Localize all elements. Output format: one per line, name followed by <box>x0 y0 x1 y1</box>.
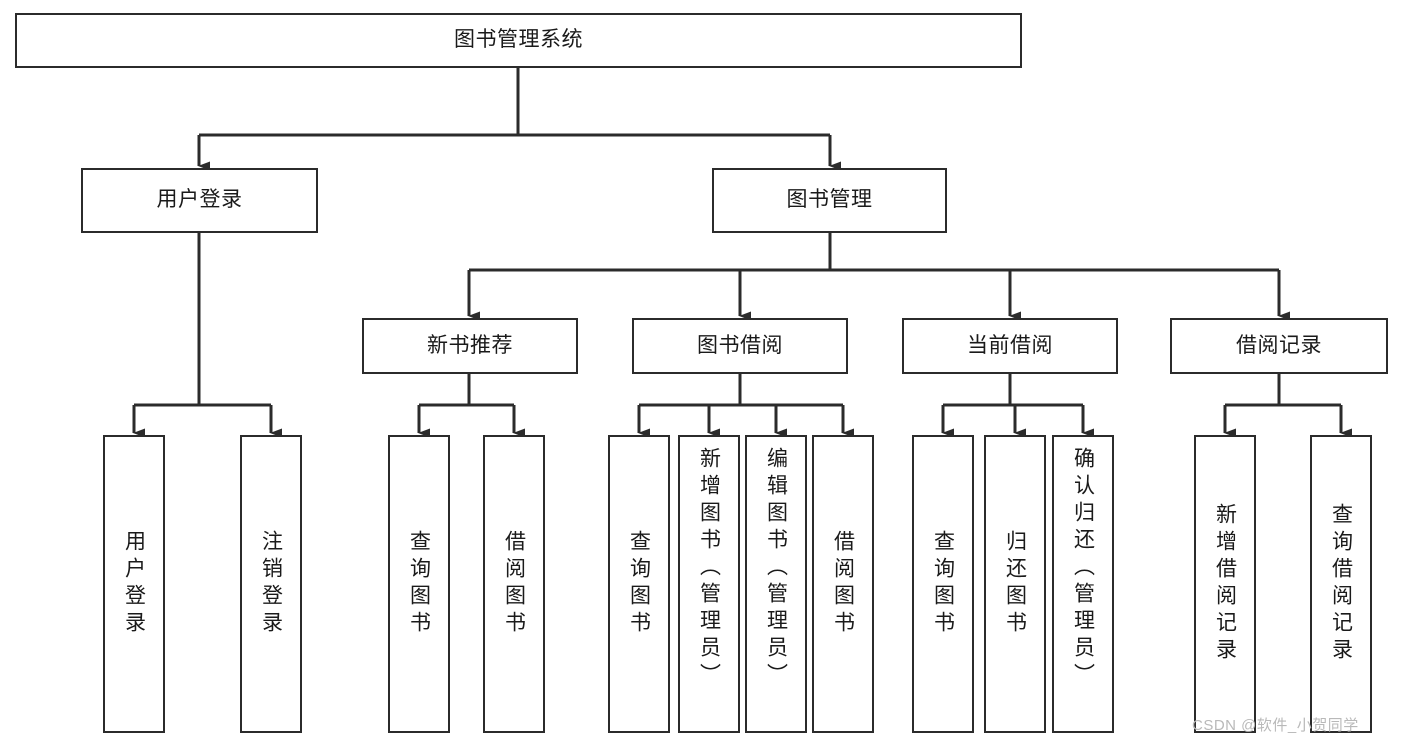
leaf-query-book-current[interactable]: 查询图书 <box>912 435 974 733</box>
node-current-borrow[interactable]: 当前借阅 <box>902 318 1118 374</box>
node-new-book-recommend-label: 新书推荐 <box>427 333 513 357</box>
leaf-user-login[interactable]: 用户登录 <box>103 435 165 733</box>
leaf-return-book[interactable]: 归还图书 <box>984 435 1046 733</box>
leaf-query-book-borrow-label: 查询图书 <box>627 530 651 638</box>
leaf-query-borrow-record-label: 查询借阅记录 <box>1329 503 1353 665</box>
node-book-borrow[interactable]: 图书借阅 <box>632 318 848 374</box>
leaf-edit-book-label: 编辑图书（管理员） <box>764 447 788 690</box>
leaf-confirm-return[interactable]: 确认归还（管理员） <box>1052 435 1114 733</box>
node-current-borrow-label: 当前借阅 <box>967 333 1053 357</box>
leaf-user-login-label: 用户登录 <box>122 530 146 638</box>
leaf-query-book-current-label: 查询图书 <box>931 530 955 638</box>
leaf-add-book[interactable]: 新增图书（管理员） <box>678 435 740 733</box>
node-user-login-label: 用户登录 <box>156 188 243 212</box>
node-user-login[interactable]: 用户登录 <box>81 168 318 233</box>
leaf-borrow-book-label: 借阅图书 <box>831 530 855 638</box>
leaf-add-book-label: 新增图书（管理员） <box>697 447 721 690</box>
node-book-manage-label: 图书管理 <box>786 188 873 212</box>
leaf-borrow-book[interactable]: 借阅图书 <box>812 435 874 733</box>
leaf-add-borrow-record-label: 新增借阅记录 <box>1213 503 1237 665</box>
node-book-manage[interactable]: 图书管理 <box>712 168 947 233</box>
leaf-add-borrow-record[interactable]: 新增借阅记录 <box>1194 435 1256 733</box>
node-book-borrow-label: 图书借阅 <box>697 333 783 357</box>
leaf-query-book-borrow[interactable]: 查询图书 <box>608 435 670 733</box>
leaf-user-logout-label: 注销登录 <box>259 530 283 638</box>
node-borrow-record[interactable]: 借阅记录 <box>1170 318 1388 374</box>
leaf-query-borrow-record[interactable]: 查询借阅记录 <box>1310 435 1372 733</box>
csdn-watermark: CSDN @软件_小贺同学 <box>1192 717 1359 734</box>
leaf-confirm-return-label: 确认归还（管理员） <box>1071 447 1095 690</box>
node-root-label: 图书管理系统 <box>454 28 583 52</box>
leaf-user-logout[interactable]: 注销登录 <box>240 435 302 733</box>
leaf-query-book-recommend[interactable]: 查询图书 <box>388 435 450 733</box>
node-root[interactable]: 图书管理系统 <box>15 13 1022 68</box>
leaf-query-book-recommend-label: 查询图书 <box>407 530 431 638</box>
leaf-return-book-label: 归还图书 <box>1003 530 1027 638</box>
leaf-edit-book[interactable]: 编辑图书（管理员） <box>745 435 807 733</box>
leaf-borrow-book-recommend[interactable]: 借阅图书 <box>483 435 545 733</box>
node-borrow-record-label: 借阅记录 <box>1236 333 1322 357</box>
leaf-borrow-book-recommend-label: 借阅图书 <box>502 530 526 638</box>
node-new-book-recommend[interactable]: 新书推荐 <box>362 318 578 374</box>
